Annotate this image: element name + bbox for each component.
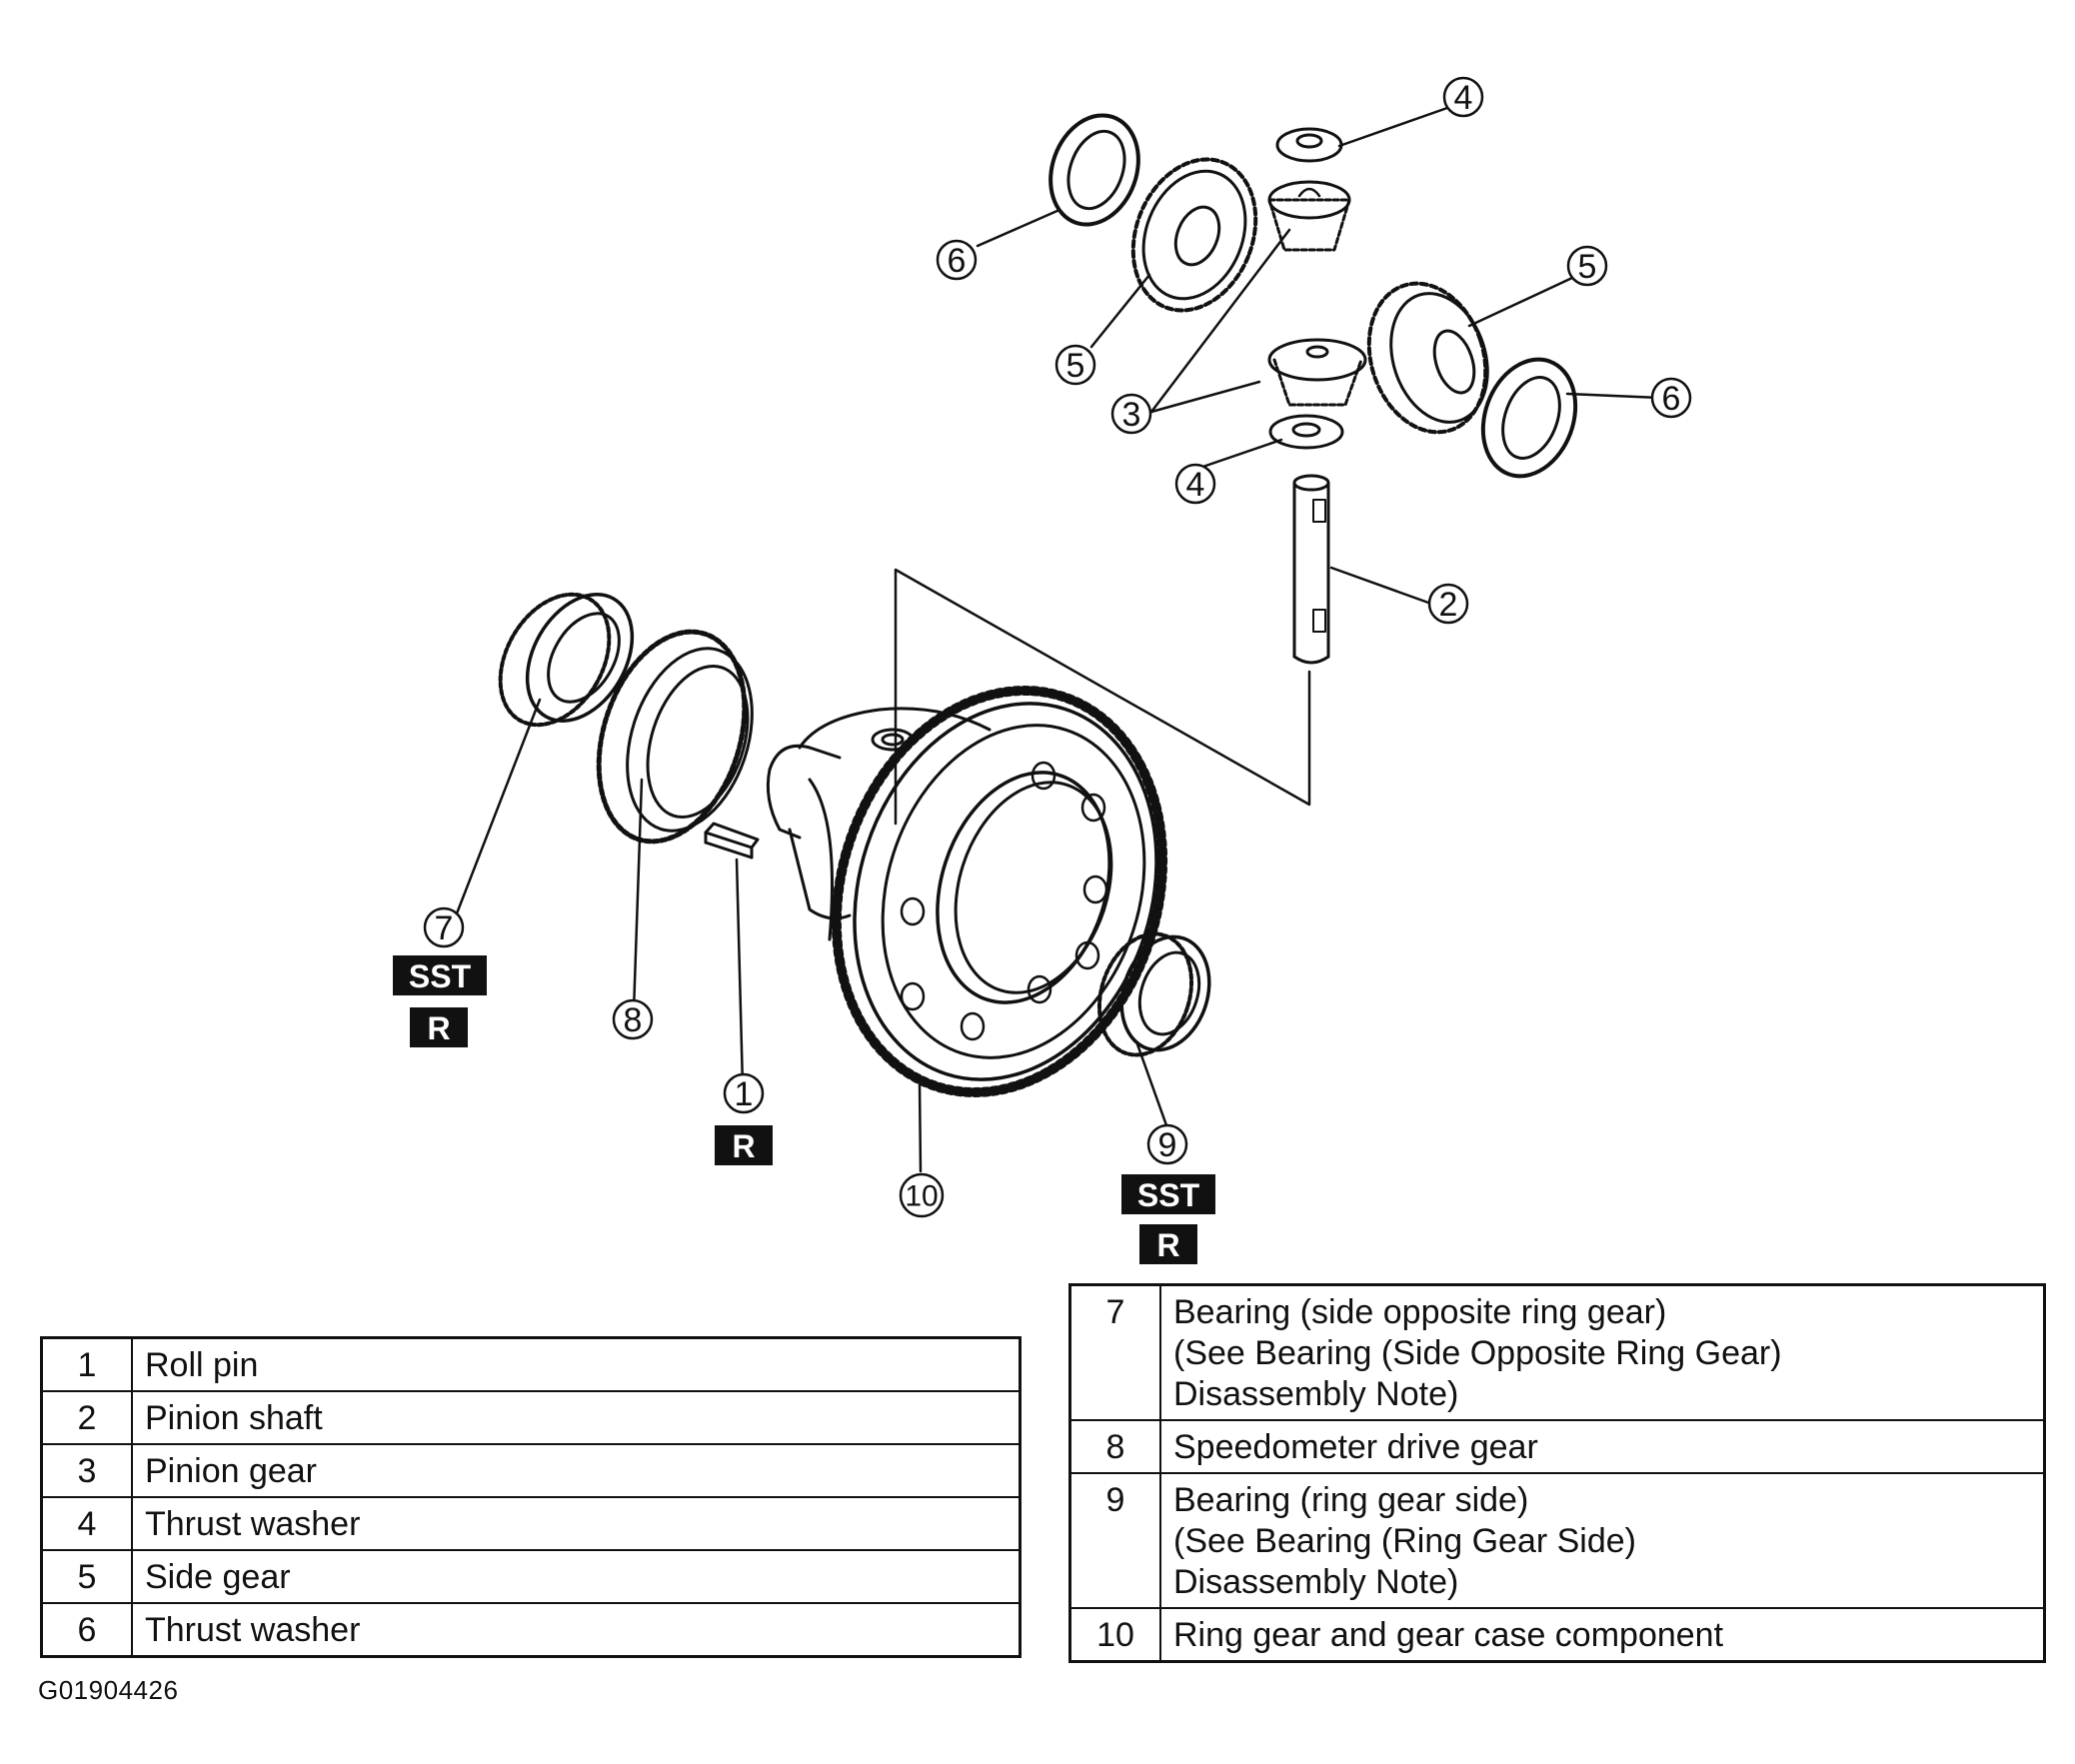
ring-gear [831,686,1168,1097]
bearing-side-opposite-ring-gear [498,592,635,728]
callout-5-upper [1054,344,1096,386]
legend-line: Bearing (side opposite ring gear) [1173,1293,1667,1331]
tags: SST R R SST R [393,955,1215,1264]
table-row: 10 Ring gear and gear case component [1068,1607,2046,1663]
leader-lines [455,106,1663,1173]
side-gear-right [1366,281,1489,435]
legend-number: 2 [40,1390,133,1445]
legend-description: Thrust washer [131,1496,1022,1551]
r-tag-label: R [1156,1227,1179,1263]
legend-number: 8 [1068,1419,1161,1474]
legend-number: 3 [40,1443,133,1498]
r-tag-9 [1139,1224,1197,1264]
thrust-washer-top [1275,127,1343,163]
callout-6-right [1650,377,1692,419]
callout-8 [612,998,654,1040]
legend-number: 6 [40,1602,133,1658]
bearing-ring-gear-side [1096,931,1211,1057]
legend-description: Roll pin [131,1336,1022,1392]
r-tag-label: R [732,1128,755,1164]
legend-number: 5 [40,1549,133,1604]
callout-6-upper [936,239,978,281]
speedometer-drive-gear [596,629,754,845]
pinion-shaft [1292,474,1330,665]
thrust-washer-lower [1268,414,1344,450]
figure-id: G01904426 [38,1675,179,1705]
pinion-gear-lower [1267,338,1367,407]
legend-line: Ring gear and gear case component [1173,1616,1724,1654]
legend-line: Disassembly Note) [1173,1563,1459,1601]
callout-4-lower [1174,463,1216,505]
legend-description: Bearing (side opposite ring gear) (See B… [1159,1283,2046,1421]
sst-tag-label: SST [409,958,472,994]
legend-line: (See Bearing (Ring Gear Side) [1173,1522,1637,1560]
callout-label: 8 [624,1001,643,1039]
legend-description: Pinion shaft [131,1390,1022,1445]
roll-pin [704,822,760,860]
legend-description: Ring gear and gear case component [1159,1607,2046,1663]
sst-tag-label: SST [1137,1177,1200,1213]
callout-label: 5 [1578,248,1597,286]
callout-label: 9 [1158,1126,1177,1164]
callout-label: 6 [948,242,967,280]
callout-label: 7 [435,909,454,947]
callout-label: 10 [905,1180,938,1213]
r-tag-7 [410,1007,468,1047]
legend-description: Side gear [131,1549,1022,1604]
callout-label: 4 [1454,79,1473,117]
callout-9 [1146,1123,1188,1165]
callout-3 [1110,393,1152,435]
gear-case-body [766,707,992,941]
legend-description: Thrust washer [131,1602,1022,1658]
side-gear-upper [1130,157,1258,313]
r-tag-label: R [427,1010,450,1046]
callout-label: 6 [1662,380,1681,418]
callout-10 [899,1172,945,1218]
legend-number: 9 [1068,1472,1161,1609]
table-row: 7 Bearing (side opposite ring gear) (See… [1068,1283,2046,1421]
r-tag-1 [715,1125,773,1165]
table-row: 8 Speedometer drive gear [1068,1419,2046,1474]
legend-description: Pinion gear [131,1443,1022,1498]
thrust-washer-upper [1048,113,1140,227]
callout-1 [723,1072,765,1114]
sst-tag-9 [1121,1174,1215,1214]
callout-2 [1427,583,1469,625]
table-row: 9 Bearing (ring gear side) (See Bearing … [1068,1472,2046,1609]
legend-line: Disassembly Note) [1173,1375,1459,1413]
callout-5-right [1566,245,1608,287]
legend-line: Bearing (ring gear side) [1173,1481,1529,1519]
legend-description: Bearing (ring gear side) (See Bearing (R… [1159,1472,2046,1609]
sst-tag-7 [393,955,487,995]
exploded-diagram: 4 6 5 5 3 6 4 2 7 8 1 9 10 SST R R SST R [393,76,1692,1264]
legend-number: 7 [1068,1283,1161,1421]
pinion-gear-upper [1267,180,1351,252]
callout-label: 3 [1122,396,1141,434]
callout-label: 2 [1439,586,1458,624]
callout-4-top [1442,76,1484,118]
callout-7 [423,906,465,948]
callouts [423,76,1692,1218]
callout-label: 5 [1066,347,1085,385]
legend-line: Speedometer drive gear [1173,1428,1538,1466]
legend-number: 4 [40,1496,133,1551]
legend-number: 1 [40,1336,133,1392]
legend-table-right: 7 Bearing (side opposite ring gear) (See… [1068,1283,2046,1663]
legend-line: (See Bearing (Side Opposite Ring Gear) [1173,1334,1782,1372]
thrust-washer-right [1480,357,1578,479]
legend-description: Speedometer drive gear [1159,1419,2046,1474]
legend-number: 10 [1068,1607,1161,1663]
callout-label: 4 [1186,466,1205,504]
callout-label: 1 [735,1075,754,1113]
